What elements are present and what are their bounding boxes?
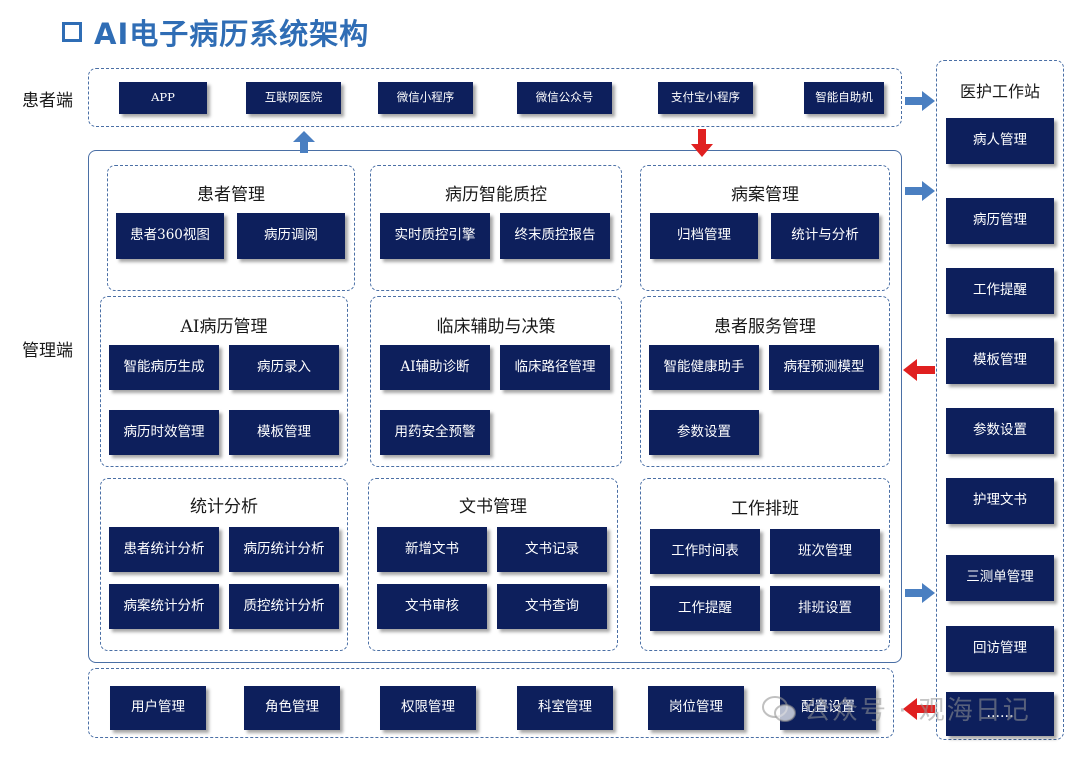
- module-box: 文书审核: [377, 584, 487, 629]
- group-title: 文书管理: [459, 497, 527, 517]
- settings-box: 岗位管理: [648, 686, 744, 730]
- group-title: 临床辅助与决策: [436, 317, 556, 337]
- module-box: 归档管理: [650, 213, 758, 259]
- module-box: AI辅助诊断: [380, 345, 490, 390]
- module-box: 病历调阅: [237, 213, 345, 259]
- station-title: 医护工作站: [959, 82, 1040, 101]
- channel-internet-hospital: 互联网医院: [246, 82, 341, 114]
- station-item: 病历管理: [946, 198, 1054, 244]
- system-settings-panel: [88, 668, 894, 738]
- module-box: 患者360视图: [116, 213, 224, 259]
- module-box: 用药安全预警: [380, 410, 490, 455]
- module-box: 质控统计分析: [229, 584, 339, 629]
- module-box: 病历录入: [229, 345, 339, 390]
- module-box: 工作时间表: [650, 529, 760, 574]
- station-item: 模板管理: [946, 338, 1054, 384]
- module-box: 排班设置: [770, 586, 880, 631]
- module-box: 文书查询: [497, 584, 607, 629]
- module-box: 模板管理: [229, 410, 339, 455]
- wechat-icon: [762, 695, 796, 722]
- right-arrow-icon: [905, 583, 935, 603]
- settings-box: 用户管理: [110, 686, 206, 730]
- channel-wechat-miniprogram: 微信小程序: [378, 82, 473, 114]
- station-item: 三测单管理: [946, 555, 1054, 601]
- right-arrow-icon: [905, 181, 935, 201]
- module-box: 新增文书: [377, 527, 487, 572]
- group-title: 病案管理: [731, 185, 799, 205]
- station-item: 病人管理: [946, 118, 1054, 164]
- module-box: 实时质控引擎: [380, 213, 490, 259]
- channel-self-service-kiosk: 智能自助机: [804, 82, 884, 114]
- module-box: 统计与分析: [771, 213, 879, 259]
- channel-wechat-official: 微信公众号: [517, 82, 612, 114]
- group-title: 统计分析: [190, 497, 258, 517]
- module-box: 病案统计分析: [109, 584, 219, 629]
- channel-app: APP: [119, 82, 207, 114]
- settings-box: 角色管理: [244, 686, 340, 730]
- station-item: 回访管理: [946, 626, 1054, 672]
- station-item: 参数设置: [946, 408, 1054, 454]
- module-box: 病程预测模型: [769, 345, 879, 390]
- watermark-text: 公众号 · 观海日记: [804, 696, 1031, 726]
- down-arrow-icon: [691, 129, 713, 157]
- page-title-text: AI电子病历系统架构: [94, 17, 370, 51]
- module-box: 智能病历生成: [109, 345, 219, 390]
- module-box: 工作提醒: [650, 586, 760, 631]
- module-box: 病历时效管理: [109, 410, 219, 455]
- left-arrow-icon: [903, 698, 935, 720]
- patient-side-label: 患者端: [22, 91, 73, 111]
- settings-box: 科室管理: [517, 686, 613, 730]
- station-item: 护理文书: [946, 478, 1054, 524]
- group-title: 患者服务管理: [714, 317, 816, 337]
- module-box: 终末质控报告: [500, 213, 610, 259]
- channel-alipay-miniprogram: 支付宝小程序: [658, 82, 753, 114]
- right-arrow-icon: [905, 91, 935, 111]
- group-title: 工作排班: [731, 499, 799, 519]
- up-arrow-icon: [293, 131, 315, 153]
- station-item: ……: [946, 692, 1054, 736]
- module-box: 患者统计分析: [109, 527, 219, 572]
- settings-box: 配置设置: [780, 686, 876, 730]
- module-box: 参数设置: [649, 410, 759, 455]
- group-title: 患者管理: [197, 185, 265, 205]
- page-title: AI电子病历系统架构: [62, 14, 370, 51]
- settings-box: 权限管理: [380, 686, 476, 730]
- module-box: 病历统计分析: [229, 527, 339, 572]
- module-box: 文书记录: [497, 527, 607, 572]
- left-arrow-icon: [903, 359, 935, 381]
- module-box: 临床路径管理: [500, 345, 610, 390]
- group-title: AI病历管理: [180, 317, 268, 337]
- square-bullet-icon: [62, 22, 82, 42]
- station-item: 工作提醒: [946, 268, 1054, 314]
- group-title: 病历智能质控: [445, 185, 547, 205]
- admin-side-label: 管理端: [22, 341, 73, 361]
- patient-channels-panel: [88, 68, 902, 127]
- module-box: 智能健康助手: [649, 345, 759, 390]
- watermark: 公众号 · 观海日记: [762, 690, 1031, 727]
- module-box: 班次管理: [770, 529, 880, 574]
